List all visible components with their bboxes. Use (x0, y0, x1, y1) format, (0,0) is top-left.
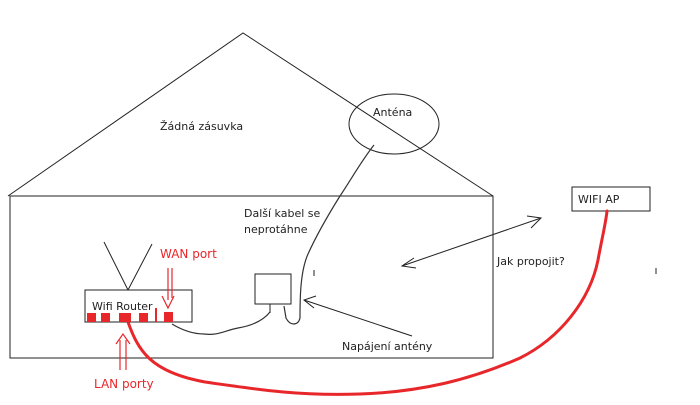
label-wifi-router: Wifi Router (92, 300, 153, 313)
label-no-socket: Žádná zásuvka (160, 120, 243, 133)
label-another-cable-2: neprotáhne (244, 223, 308, 236)
label-antenna-power: Napájení antény (342, 340, 433, 353)
connect-arrowhead-right (526, 215, 543, 229)
roof-outline (7, 32, 494, 197)
lan-port-4 (139, 313, 148, 322)
label-wan-port: WAN port (160, 247, 217, 261)
label-another-cable: Další kabel se (244, 207, 321, 220)
antenna-power-arrow-line (303, 299, 413, 337)
label-lan-ports: LAN porty (94, 377, 154, 391)
antenna-ellipse (348, 93, 440, 155)
red-cable (126, 209, 609, 396)
house-outline (9, 195, 494, 359)
power-box (254, 273, 292, 305)
connect-arrowhead-left (400, 257, 417, 269)
connect-double-arrow-line (401, 217, 542, 267)
label-antenna: Anténa (373, 106, 412, 119)
lan-port-2 (101, 313, 110, 322)
lan-port-1 (87, 313, 96, 322)
router-antennas (103, 241, 153, 292)
wan-arrowhead (161, 295, 175, 310)
wan-port (164, 312, 173, 322)
lan-arrowhead (115, 332, 131, 345)
label-how-connect: Jak propojit? (496, 255, 565, 268)
wifi-ap-box (571, 186, 651, 212)
antenna-cable (171, 144, 375, 335)
lan-port-3 (119, 313, 131, 322)
antenna-power-arrowhead (302, 295, 317, 309)
label-wifi-ap: WIFI AP (578, 193, 620, 206)
